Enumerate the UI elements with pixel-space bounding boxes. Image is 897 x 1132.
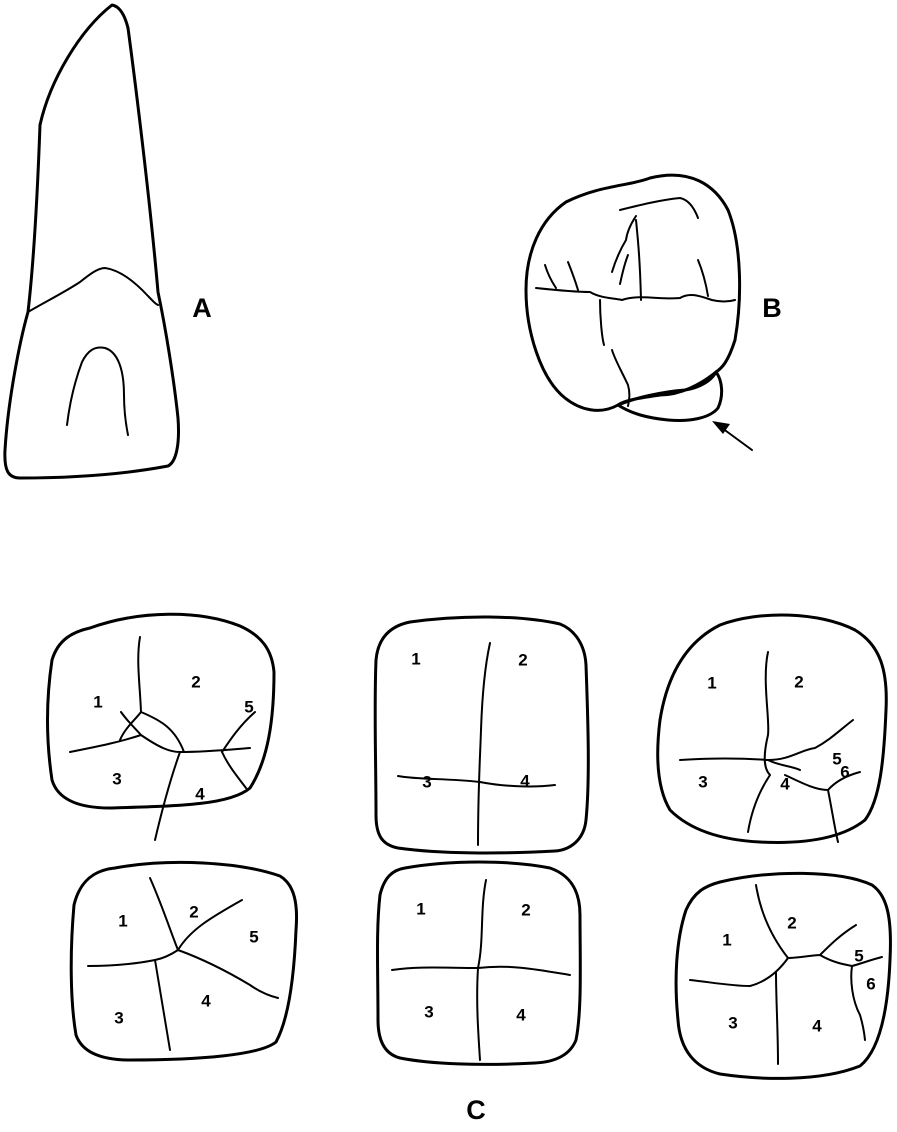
molar-tooth-2: 1 2 3 4 [375, 617, 588, 853]
cusp-label: 2 [787, 913, 796, 932]
arrow-shaft [722, 428, 752, 450]
tooth-a-crown-ridge [67, 348, 128, 435]
panel-a-tooth: A [5, 5, 212, 478]
cusp-label: 4 [520, 771, 530, 790]
cusp-label: 3 [424, 1002, 433, 1021]
tooth-a-cej-line [28, 268, 158, 312]
cusp-label: 5 [249, 927, 258, 946]
cusp-label: 1 [707, 673, 716, 692]
panel-b-tooth: B [526, 175, 782, 450]
molar-tooth-6: 1 2 3 4 5 6 [676, 873, 890, 1078]
cusp-label: 5 [244, 697, 253, 716]
cusp-label: 4 [201, 991, 211, 1010]
cusp-label: 3 [422, 772, 431, 791]
cusp-label: 4 [780, 774, 790, 793]
panel-a-label: A [192, 293, 212, 323]
cusp-label: 3 [112, 769, 121, 788]
cusp-label: 4 [516, 1005, 526, 1024]
cusp-label: 6 [866, 974, 875, 993]
cusp-label: 1 [722, 930, 731, 949]
panel-b-label: B [762, 293, 782, 323]
tooth-b-groove-horizontal [536, 288, 735, 302]
tooth-a-outline [5, 5, 179, 478]
panel-c-teeth: 1 2 3 4 5 1 2 3 4 1 2 3 4 5 6 [48, 614, 891, 1125]
panel-c-label: C [466, 1095, 486, 1125]
cusp-label: 3 [728, 1013, 737, 1032]
molar-tooth-5: 1 2 3 4 [378, 862, 581, 1064]
molar-outline [676, 873, 890, 1078]
cusp-label: 4 [812, 1016, 822, 1035]
cusp-label: 2 [191, 672, 200, 691]
molar-grooves [398, 643, 555, 845]
cusp-label: 5 [854, 946, 863, 965]
molar-outline [658, 615, 887, 842]
molar-grooves [690, 885, 882, 1064]
molar-outline [71, 862, 296, 1060]
cusp-label: 2 [518, 650, 527, 669]
cusp-label: 2 [189, 902, 198, 921]
tooth-b-groove-cusps [545, 198, 708, 296]
molar-grooves [70, 637, 255, 840]
cusp-label: 2 [521, 900, 530, 919]
cusp-label: 1 [411, 649, 420, 668]
cusp-label: 1 [118, 911, 127, 930]
arrow-indicator [712, 421, 752, 450]
cusp-label: 6 [840, 762, 849, 781]
cusp-label: 3 [698, 772, 707, 791]
molar-tooth-3: 1 2 3 4 5 6 [658, 615, 887, 842]
molar-tooth-4: 1 2 3 4 5 [71, 862, 296, 1060]
cusp-label: 4 [195, 784, 205, 803]
cusp-label: 2 [794, 672, 803, 691]
cusp-label: 3 [114, 1008, 123, 1027]
molar-tooth-1: 1 2 3 4 5 [48, 614, 275, 840]
cusp-label: 1 [93, 692, 102, 711]
cusp-label: 1 [416, 899, 425, 918]
